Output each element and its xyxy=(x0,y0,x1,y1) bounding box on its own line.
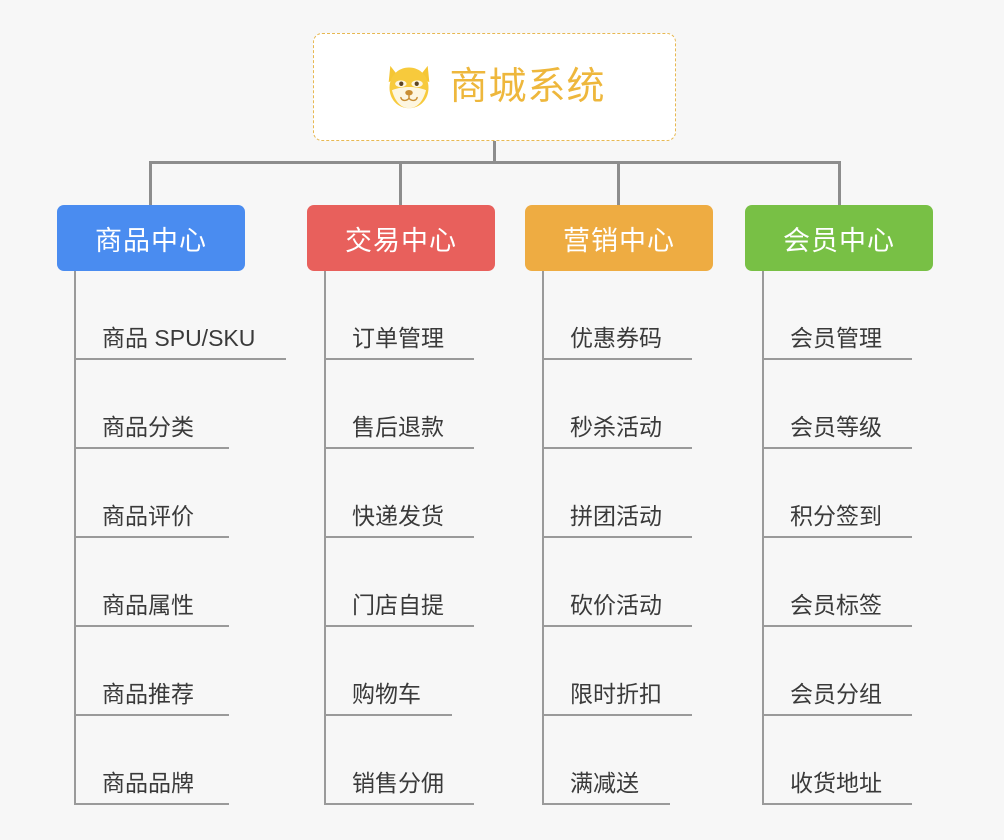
leaf-item-label: 满减送 xyxy=(570,770,639,796)
category-trunk-product xyxy=(74,271,76,805)
leaf-item[interactable]: 收货地址 xyxy=(762,716,912,805)
leaf-item-label: 秒杀活动 xyxy=(570,414,662,440)
leaf-item[interactable]: 优惠券码 xyxy=(542,271,692,360)
leaf-item-label: 快递发货 xyxy=(352,503,444,529)
leaf-item[interactable]: 商品评价 xyxy=(74,449,229,538)
leaf-item[interactable]: 商品分类 xyxy=(74,360,229,449)
category-header-product[interactable]: 商品中心 xyxy=(57,205,245,271)
leaf-item[interactable]: 会员标签 xyxy=(762,538,912,627)
leaf-item[interactable]: 拼团活动 xyxy=(542,449,692,538)
category-trunk-trade xyxy=(324,271,326,805)
category-header-marketing[interactable]: 营销中心 xyxy=(525,205,713,271)
leaf-item[interactable]: 售后退款 xyxy=(324,360,474,449)
leaf-item[interactable]: 积分签到 xyxy=(762,449,912,538)
leaf-item-label: 会员标签 xyxy=(790,592,882,618)
leaf-item[interactable]: 秒杀活动 xyxy=(542,360,692,449)
category-header-label: 营销中心 xyxy=(563,225,675,256)
leaf-item[interactable]: 会员管理 xyxy=(762,271,912,360)
drop-connector-3 xyxy=(617,161,620,207)
category-trunk-marketing xyxy=(542,271,544,805)
category-header-member[interactable]: 会员中心 xyxy=(745,205,933,271)
root-stem-connector xyxy=(493,141,496,163)
leaf-item[interactable]: 快递发货 xyxy=(324,449,474,538)
leaf-item-label: 收货地址 xyxy=(790,770,882,796)
leaf-item[interactable]: 砍价活动 xyxy=(542,538,692,627)
leaf-item[interactable]: 商品属性 xyxy=(74,538,229,627)
root-node-label: 商城系统 xyxy=(449,66,606,108)
leaf-item-label: 限时折扣 xyxy=(570,681,662,707)
leaf-item[interactable]: 商品推荐 xyxy=(74,627,229,716)
leaf-item-label: 商品品牌 xyxy=(102,770,194,796)
leaf-item[interactable]: 销售分佣 xyxy=(324,716,474,805)
leaf-item-label: 拼团活动 xyxy=(570,503,662,529)
leaf-item-label: 商品 SPU/SKU xyxy=(102,325,256,351)
category-header-label: 交易中心 xyxy=(345,225,457,256)
leaf-item-label: 会员分组 xyxy=(790,681,882,707)
leaf-item-label: 销售分佣 xyxy=(352,770,444,796)
leaf-item[interactable]: 商品 SPU/SKU xyxy=(74,271,286,360)
leaf-item[interactable]: 购物车 xyxy=(324,627,452,716)
leaf-item-label: 商品属性 xyxy=(102,592,194,618)
leaf-item-label: 商品推荐 xyxy=(102,681,194,707)
leaf-item[interactable]: 门店自提 xyxy=(324,538,474,627)
leaf-item-label: 购物车 xyxy=(352,681,421,707)
leaf-item-label: 会员等级 xyxy=(790,414,882,440)
leaf-item-label: 订单管理 xyxy=(352,325,444,351)
root-node[interactable]: 商城系统 xyxy=(313,33,676,141)
leaf-item-label: 售后退款 xyxy=(352,414,444,440)
shiba-dog-face-icon xyxy=(389,65,430,109)
category-trunk-member xyxy=(762,271,764,805)
leaf-item-label: 会员管理 xyxy=(790,325,882,351)
leaf-item[interactable]: 会员等级 xyxy=(762,360,912,449)
leaf-item[interactable]: 订单管理 xyxy=(324,271,474,360)
category-header-trade[interactable]: 交易中心 xyxy=(307,205,495,271)
category-header-label: 会员中心 xyxy=(783,225,895,256)
category-header-label: 商品中心 xyxy=(95,225,207,256)
leaf-item[interactable]: 限时折扣 xyxy=(542,627,692,716)
leaf-item-label: 门店自提 xyxy=(352,592,444,618)
drop-connector-2 xyxy=(399,161,402,207)
leaf-item-label: 优惠券码 xyxy=(570,325,662,351)
leaf-item[interactable]: 商品品牌 xyxy=(74,716,229,805)
leaf-item[interactable]: 会员分组 xyxy=(762,627,912,716)
leaf-item-label: 商品评价 xyxy=(102,503,194,529)
bus-connector xyxy=(149,161,841,164)
leaf-item-label: 积分签到 xyxy=(790,503,882,529)
drop-connector-1 xyxy=(149,161,152,207)
leaf-item-label: 砍价活动 xyxy=(570,592,662,618)
leaf-item-label: 商品分类 xyxy=(102,414,194,440)
drop-connector-4 xyxy=(838,161,841,207)
leaf-item[interactable]: 满减送 xyxy=(542,716,670,805)
